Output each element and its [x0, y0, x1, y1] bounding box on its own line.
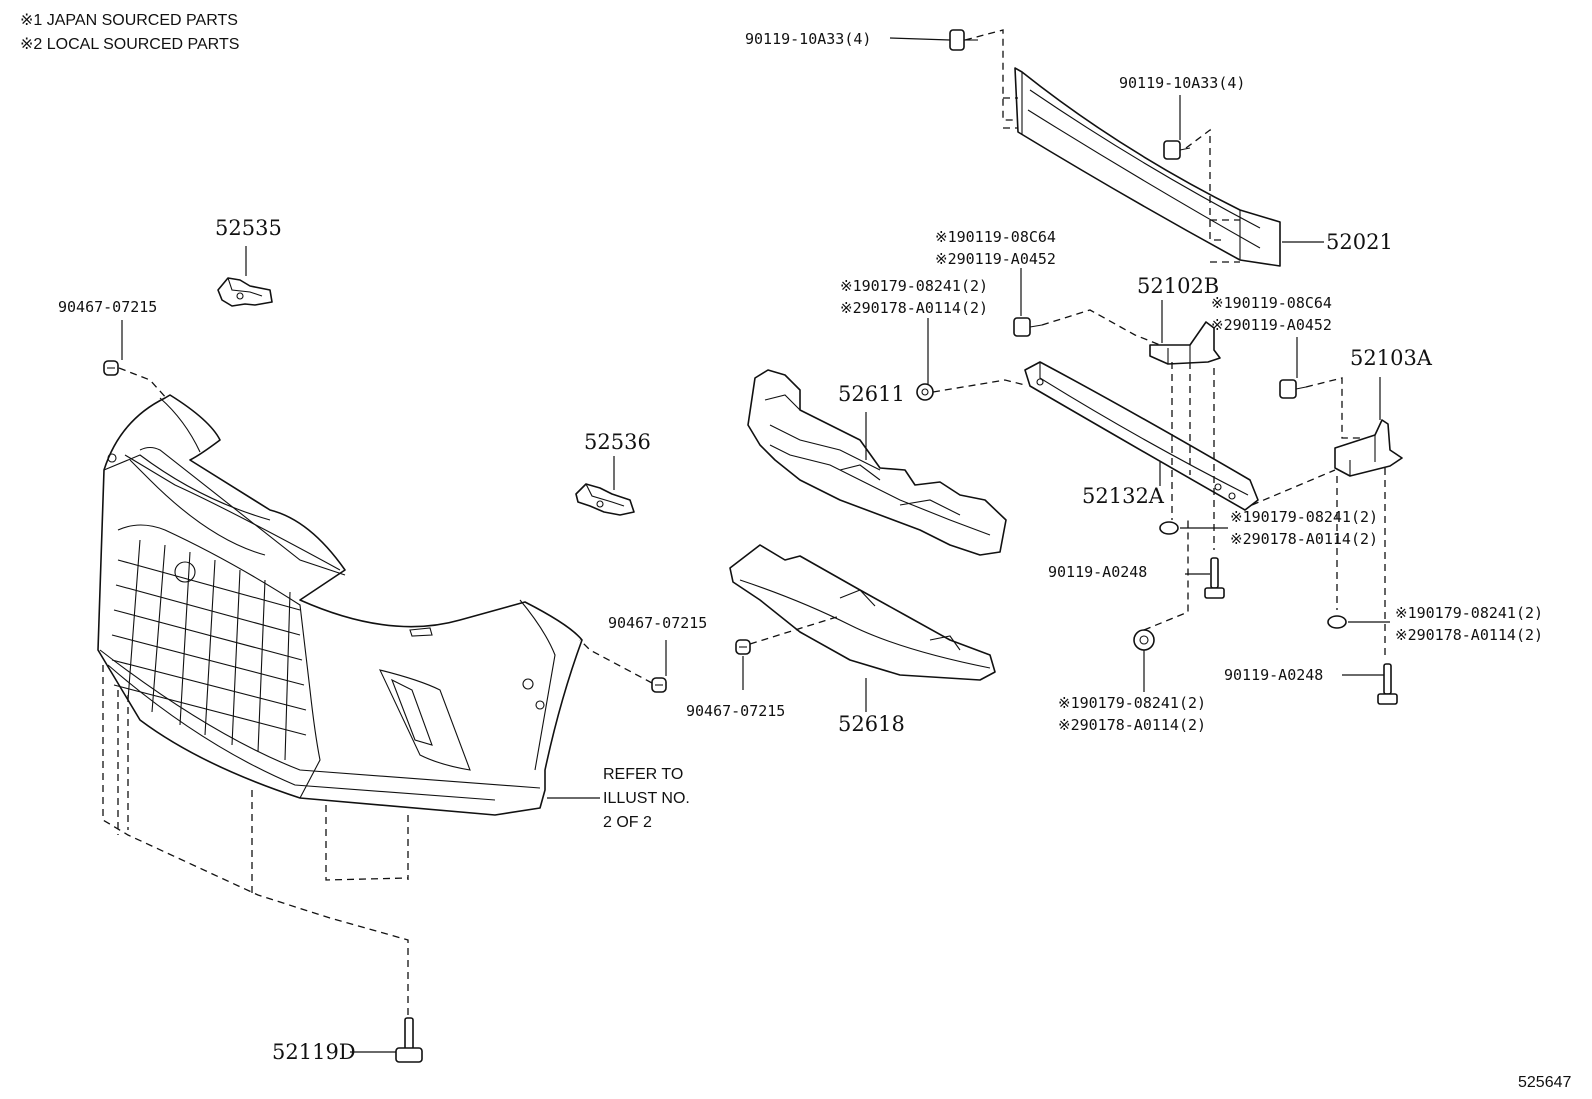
note-local-sourced: ※2 LOCAL SOURCED PARTS — [20, 36, 240, 53]
label-52021[interactable]: 52021 — [1326, 230, 1393, 254]
reinforcement-52021 — [1014, 67, 1281, 267]
note-japan-sourced: ※1 JAPAN SOURCED PARTS — [20, 12, 238, 29]
label-52618[interactable]: 52618 — [838, 712, 905, 736]
label-90119-10A33-top[interactable]: 90119-10A33(4) — [745, 30, 872, 48]
bracket-52103A — [1334, 419, 1403, 477]
label-bolt-right-2[interactable]: ※290119-A0452 — [1211, 316, 1332, 334]
label-bolt-left-1[interactable]: ※190119-08C64 — [935, 228, 1056, 246]
label-52103A[interactable]: 52103A — [1350, 346, 1432, 370]
label-nut-center-1[interactable]: ※190179-08241(2) — [1230, 508, 1379, 526]
label-52611[interactable]: 52611 — [838, 382, 905, 406]
label-bolt-left-2[interactable]: ※290119-A0452 — [935, 250, 1056, 268]
label-90119-A0248-right[interactable]: 90119-A0248 — [1224, 666, 1324, 684]
label-nut-upper-1[interactable]: ※190179-08241(2) — [840, 277, 989, 295]
label-nut-right-1[interactable]: ※190179-08241(2) — [1395, 604, 1544, 622]
label-52132A[interactable]: 52132A — [1082, 484, 1164, 508]
label-bolt-right-1[interactable]: ※190119-08C64 — [1211, 294, 1332, 312]
label-nut-lower-2[interactable]: ※290178-A0114(2) — [1058, 716, 1207, 734]
illustration-id: 525647 — [1518, 1074, 1572, 1091]
bracket-52536 — [575, 483, 635, 516]
label-nut-center-2[interactable]: ※290178-A0114(2) — [1230, 530, 1379, 548]
bracket-52102B — [1149, 321, 1221, 365]
label-nut-lower-1[interactable]: ※190179-08241(2) — [1058, 694, 1207, 712]
bracket-52535 — [217, 277, 273, 307]
refer-line-2: ILLUST NO. — [603, 790, 690, 807]
label-90467-07215-mid[interactable]: 90467-07215 — [608, 614, 708, 632]
label-90119-10A33-right[interactable]: 90119-10A33(4) — [1119, 74, 1246, 92]
assembly-lines — [102, 29, 1386, 1016]
label-90119-A0248-mid[interactable]: 90119-A0248 — [1048, 563, 1148, 581]
label-nut-upper-2[interactable]: ※290178-A0114(2) — [840, 299, 989, 317]
label-52119D[interactable]: 52119D — [272, 1040, 356, 1064]
support-52132A — [1024, 361, 1259, 511]
bumper-cover — [97, 394, 583, 816]
fasteners — [103, 29, 1398, 1063]
refer-line-1: REFER TO — [603, 766, 684, 783]
label-90467-07215-left[interactable]: 90467-07215 — [58, 298, 158, 316]
undercover-52618 — [729, 544, 996, 681]
label-nut-right-2[interactable]: ※290178-A0114(2) — [1395, 626, 1544, 644]
label-52102B[interactable]: 52102B — [1137, 274, 1220, 298]
absorber-52611 — [747, 369, 1007, 556]
label-52536[interactable]: 52536 — [584, 430, 651, 454]
leader-lines — [121, 37, 1390, 1053]
label-52535[interactable]: 52535 — [215, 216, 282, 240]
label-90467-07215-lower[interactable]: 90467-07215 — [686, 702, 786, 720]
refer-line-3: 2 OF 2 — [603, 814, 652, 831]
